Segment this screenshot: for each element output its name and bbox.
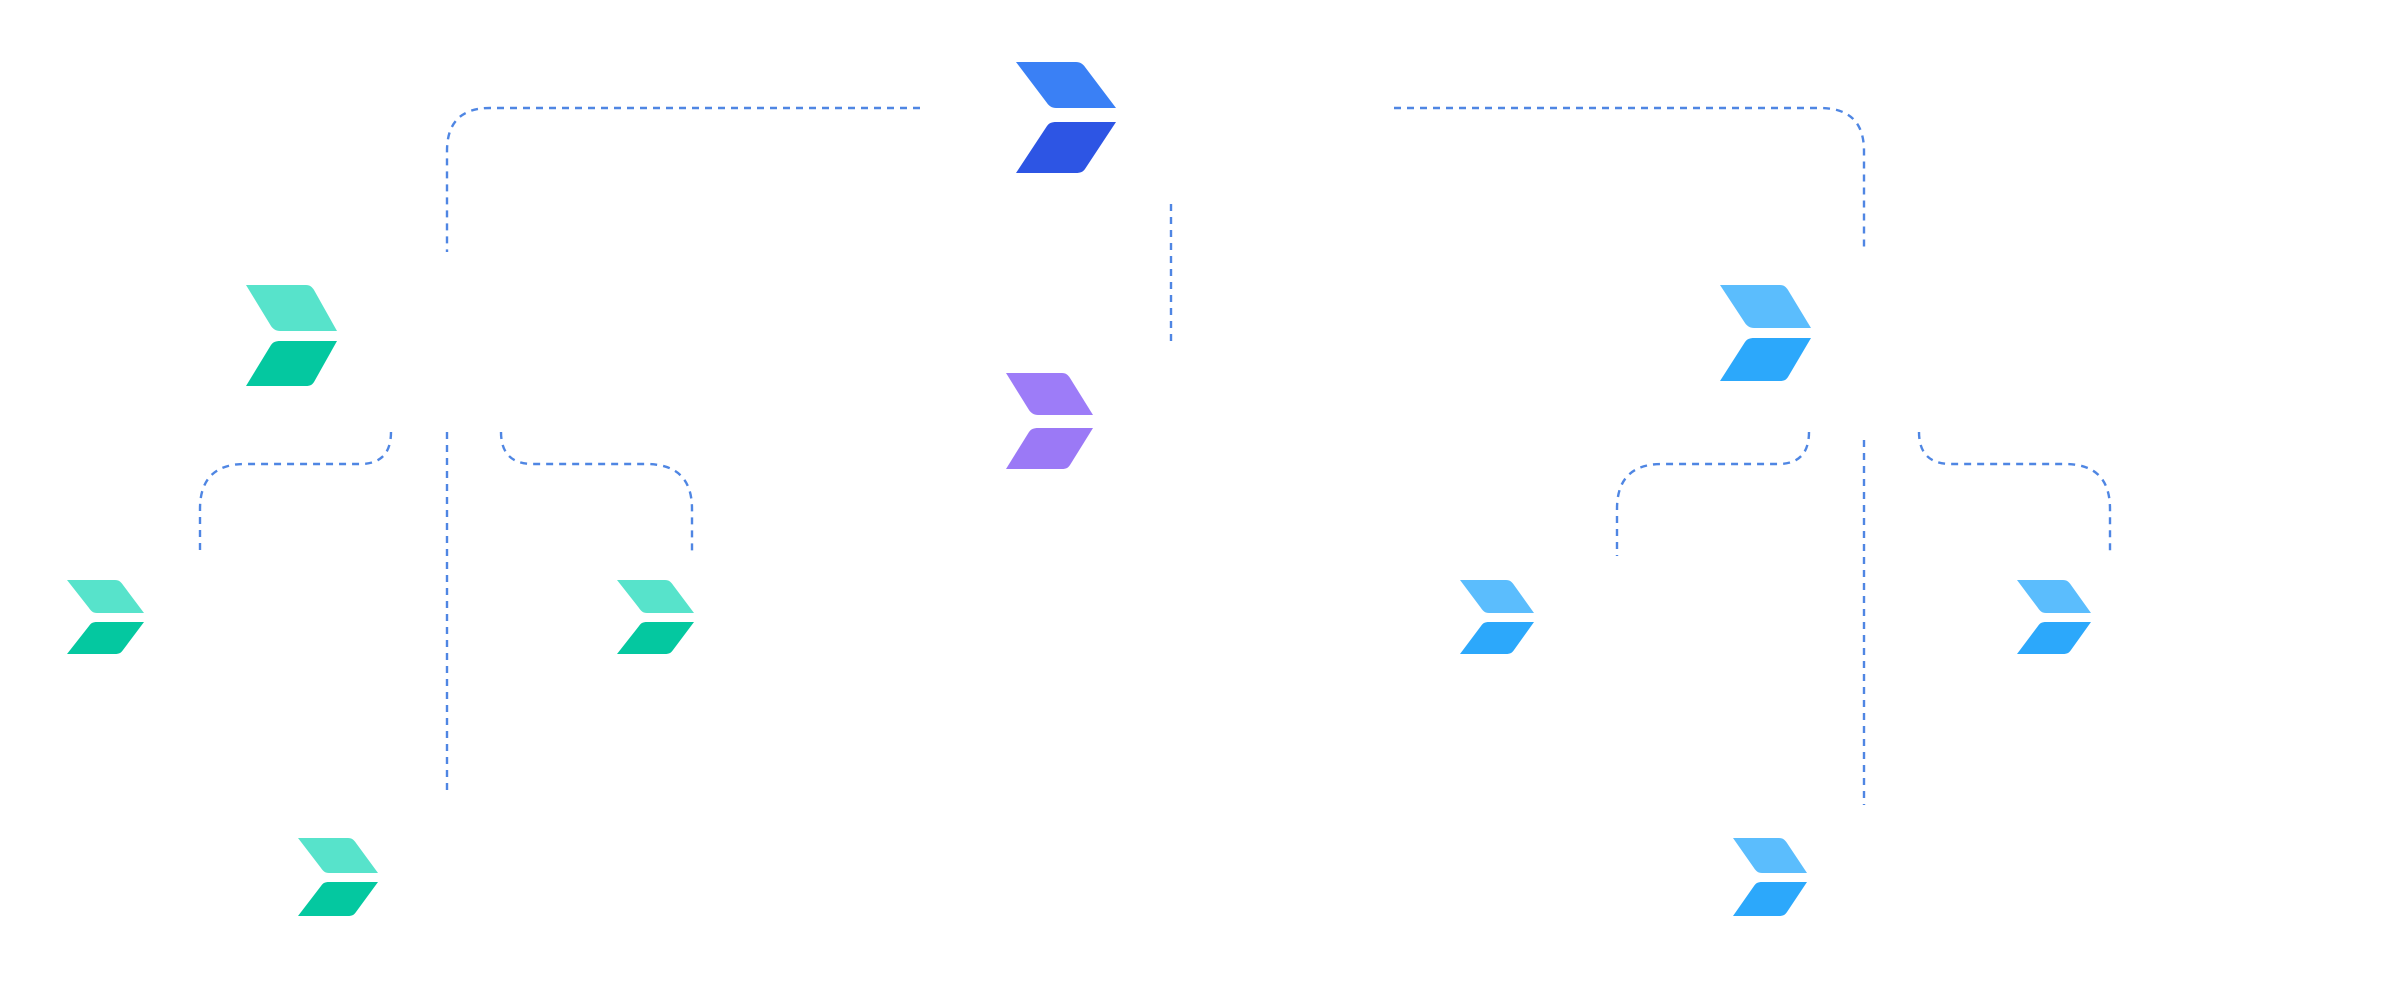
right-child-2-node[interactable] [2017, 580, 2091, 654]
node-label-line-1: Velex [390, 838, 489, 879]
chevron-logo-icon [298, 838, 378, 916]
root-node[interactable] [1016, 62, 1116, 173]
right-child-3-node[interactable] [1733, 838, 1807, 916]
chevron-logo-icon [1720, 285, 1811, 381]
chevron-logo-icon [246, 285, 337, 386]
connector-right-child-2 [1917, 431, 2112, 556]
left-child-3-node[interactable]: Velex Finance [298, 838, 531, 917]
connector-root-left [445, 106, 920, 252]
connector-left-child-1 [198, 431, 393, 556]
connectors [198, 106, 2112, 805]
right-child-1-node[interactable] [1460, 580, 1534, 654]
left-child-1-node[interactable]: Velex Capital [67, 576, 295, 655]
left-child-2-node[interactable]: Velex Ventures [617, 576, 864, 655]
chevron-logo-icon [1460, 580, 1534, 654]
chevron-logo-icon [1016, 62, 1116, 173]
node-label-line-2: Capital [165, 614, 295, 655]
chevron-logo-icon [2017, 580, 2091, 654]
node-label-line-1: Velex [165, 576, 264, 617]
node-label-line-2: Finance [390, 876, 531, 917]
node-label-line-1: Velex [701, 576, 800, 617]
chevron-logo-icon [1733, 838, 1807, 916]
connector-right-child-1 [1615, 431, 1811, 556]
chevron-logo-icon [67, 580, 144, 654]
chevron-logo-icon [617, 580, 694, 654]
center-child-node[interactable] [1006, 373, 1093, 469]
connector-root-right [1394, 106, 1866, 252]
chevron-logo-icon [1006, 373, 1093, 469]
left-parent-node[interactable] [246, 285, 337, 386]
right-parent-node[interactable] [1720, 285, 1811, 381]
node-label-line-2: Ventures [701, 614, 864, 655]
connector-left-child-2 [499, 431, 694, 556]
